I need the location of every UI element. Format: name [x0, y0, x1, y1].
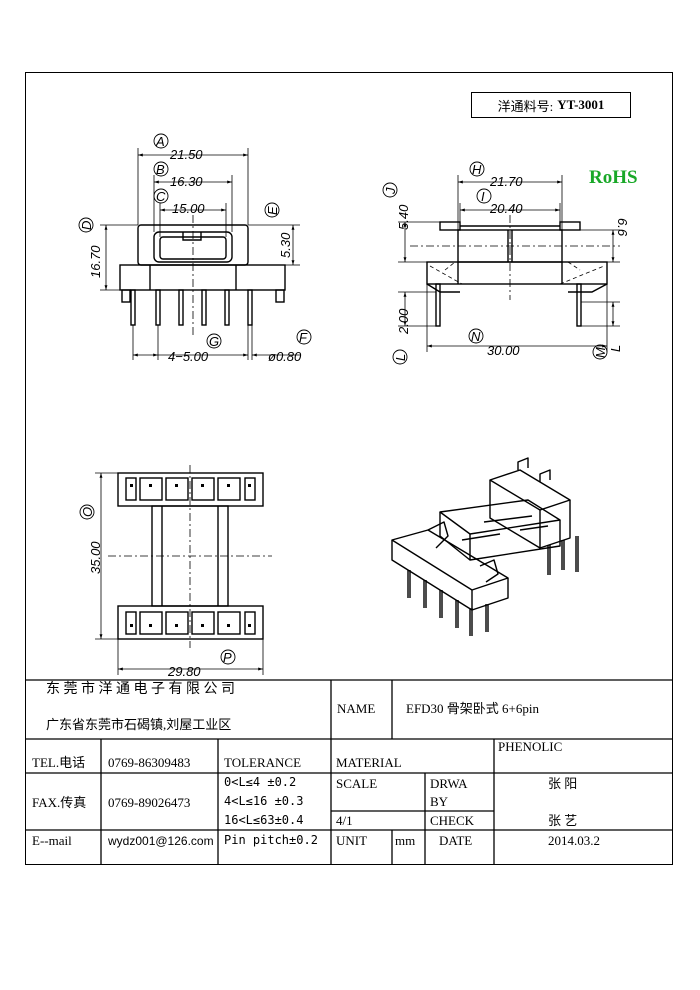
- side-view-hidden-lines: [429, 261, 605, 285]
- balloon-C: C: [156, 189, 166, 204]
- date-label: DATE: [439, 833, 473, 848]
- dim-K-value: 6.6: [615, 218, 630, 237]
- dim-N-value: 30.00: [487, 343, 520, 358]
- check-label: CHECK: [430, 813, 475, 828]
- dim-D-value: 16.70: [88, 245, 103, 278]
- unit-value: mm: [395, 833, 416, 848]
- scale-value: 4/1: [336, 813, 353, 828]
- name-value: EFD30 骨架卧式 6+6pin: [406, 701, 540, 716]
- tolerance-line-3: 16<L≤63±0.4: [224, 813, 304, 827]
- balloon-F: F: [299, 330, 308, 345]
- rohs-mark: RoHS: [589, 167, 638, 188]
- balloon-D: D: [79, 221, 94, 230]
- balloon-I: I: [481, 189, 485, 204]
- dim-A-value: 21.50: [169, 147, 203, 162]
- balloon-M: M: [593, 347, 608, 358]
- company-address: 广东省东莞市石碣镇,刘屋工业区: [46, 717, 232, 732]
- date-value: 2014.03.2: [548, 833, 600, 848]
- bottom-view-dimensions: [95, 472, 264, 675]
- email-value: wydz001@126.com: [108, 834, 214, 848]
- check-value: 张 艺: [548, 813, 578, 828]
- balloon-E: E: [265, 206, 280, 215]
- drawn-by-value: 张 阳: [548, 776, 578, 791]
- drawn-by-label-2: BY: [430, 794, 449, 809]
- tolerance-line-4: Pin pitch±0.2: [224, 833, 318, 847]
- balloon-B: B: [156, 162, 165, 177]
- material-label: MATERIAL: [336, 755, 402, 770]
- tel-label: TEL.电话: [32, 755, 86, 770]
- tolerance-line-1: 0<L≤4 ±0.2: [224, 775, 297, 789]
- scale-label: SCALE: [336, 776, 378, 791]
- fax-value: 0769-89026473: [108, 795, 191, 810]
- tolerance-label: TOLERANCE: [224, 755, 302, 770]
- front-view-dimensions: [100, 148, 300, 360]
- bottom-view-centerlines: [108, 465, 272, 648]
- balloon-P: P: [223, 650, 232, 665]
- dim-C-value: 15.00: [172, 201, 205, 216]
- dim-G-value: 4−5.00: [168, 349, 209, 364]
- bottom-view-pins: [130, 484, 251, 627]
- dim-L-value: 2.00: [396, 308, 411, 335]
- part-number-value: YT-3001: [557, 97, 605, 112]
- balloon-J: J: [383, 187, 398, 195]
- tel-value: 0769-86309483: [108, 755, 191, 770]
- balloon-H: H: [472, 162, 482, 177]
- part-number-label: 洋通料号:: [497, 98, 554, 114]
- dim-E-value: 5.30: [278, 232, 293, 258]
- drawing-frame: [25, 72, 673, 865]
- balloon-A: A: [155, 134, 165, 149]
- dim-O-value: 35.00: [88, 541, 103, 574]
- side-view-centerline: [410, 215, 620, 300]
- email-label: E--mail: [32, 833, 72, 848]
- balloon-L: L: [393, 354, 408, 361]
- dim-J-value: 5.40: [396, 204, 411, 230]
- fax-label: FAX.传真: [32, 795, 87, 810]
- balloon-O: O: [80, 507, 95, 517]
- dim-H-value: 21.70: [489, 174, 523, 189]
- dim-I-value: 20.40: [489, 201, 523, 216]
- name-label: NAME: [337, 701, 376, 716]
- isometric-view: [391, 457, 579, 636]
- balloon-G: G: [209, 334, 219, 349]
- dim-P-value: 29.80: [167, 664, 201, 679]
- label-L-right: L: [608, 345, 623, 352]
- dim-F-value: ø0.80: [268, 349, 302, 364]
- unit-label: UNIT: [336, 833, 368, 848]
- balloon-N: N: [471, 329, 481, 344]
- tolerance-line-2: 4<L≤16 ±0.3: [224, 794, 304, 808]
- part-number-box: 洋通料号: YT-3001: [471, 92, 631, 118]
- drawn-by-label-1: DRWA: [430, 776, 468, 791]
- side-view-dimensions: [398, 175, 620, 352]
- dim-B-value: 16.30: [170, 174, 203, 189]
- material-value: PHENOLIC: [498, 739, 563, 754]
- company-name: 东 莞 市 洋 通 电 子 有 限 公 司: [46, 682, 235, 697]
